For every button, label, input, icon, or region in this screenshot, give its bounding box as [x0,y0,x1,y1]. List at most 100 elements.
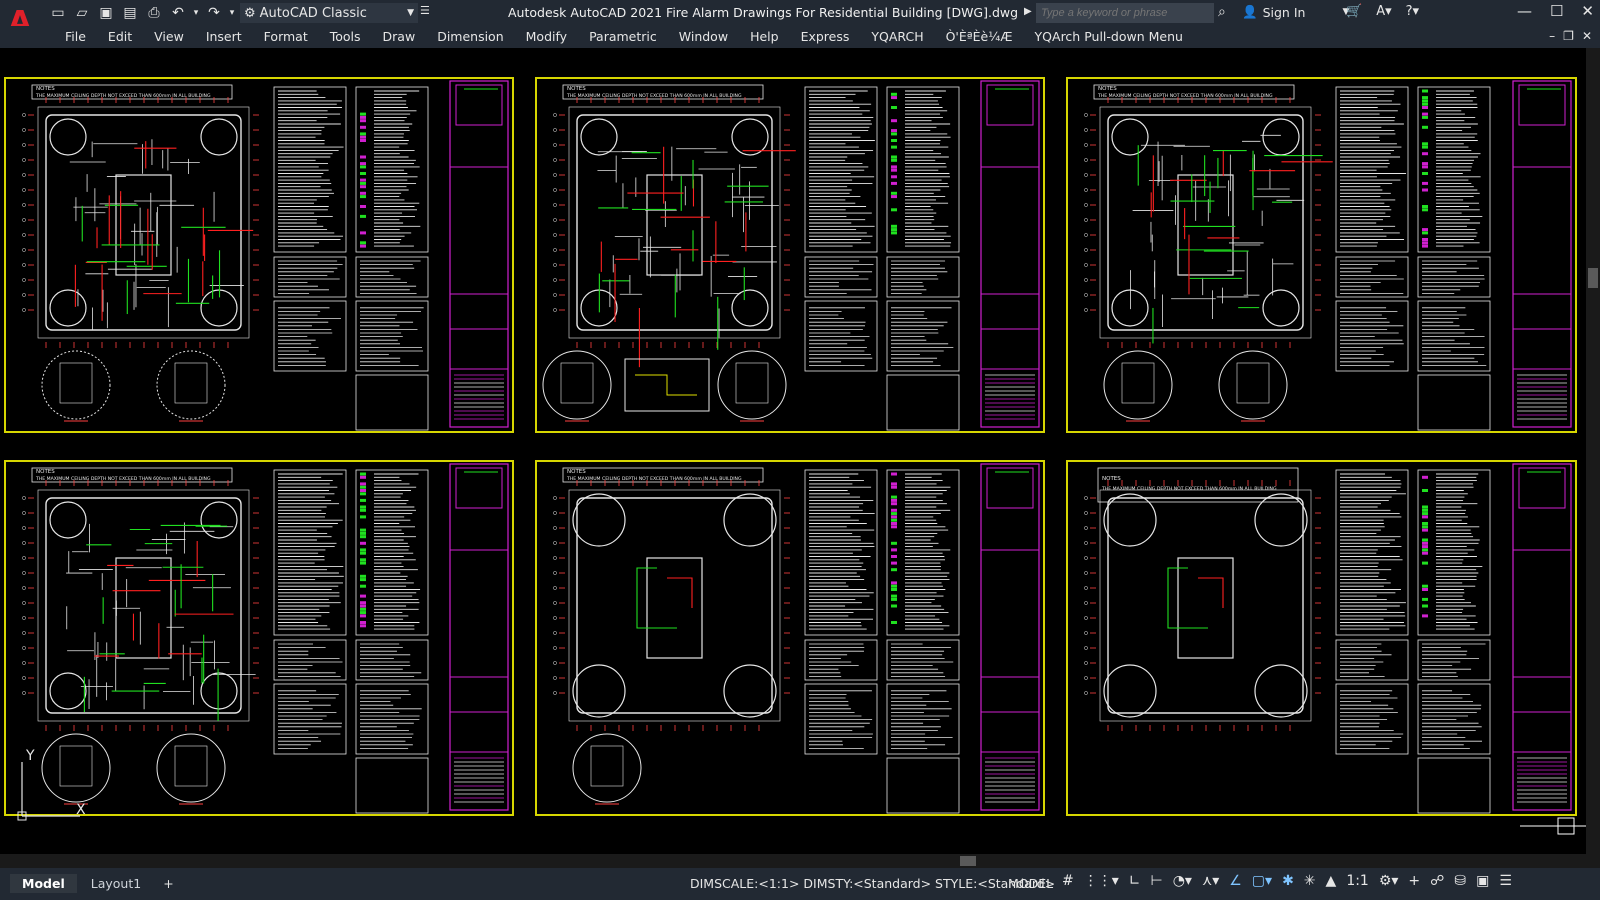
menu-file[interactable]: File [65,29,86,44]
horizontal-scrollbar[interactable] [0,854,1600,868]
notes-text: THE MAXIMUM CEILING DEPTH NOT EXCEED THA… [1101,486,1277,492]
legend-column [355,86,429,431]
annotation-visibility-icon[interactable]: ✱ [1282,873,1294,889]
title-bar: A ▭ ▱ ▣ ▤ ⎙ ↶ ▾ ↷ ▾ ⚙ AutoCAD Classic ▼ … [0,0,1600,44]
notes-text: THE MAXIMUM CEILING DEPTH NOT EXCEED THA… [566,476,742,482]
doc-restore-icon[interactable]: ❐ [1563,29,1574,43]
workspace-gear-icon[interactable]: ⚙▾ [1378,873,1399,889]
menu-parametric[interactable]: Parametric [589,29,657,44]
new-file-icon[interactable]: ▭ [51,5,65,21]
search-icon[interactable]: ⌕ [1218,4,1226,20]
window-controls: — ☐ ✕ [1517,2,1594,20]
drawing-canvas[interactable]: NOTES THE MAXIMUM CEILING DEPTH NOT EXCEE… [0,48,1586,854]
close-icon[interactable]: ✕ [1581,2,1594,20]
ucs-icon: Y X [17,748,86,821]
vertical-scroll-thumb[interactable] [1588,268,1598,288]
menu-yqarch[interactable]: YQARCH [871,29,924,44]
menu-yqarch-pulldown[interactable]: YQArch Pull-down Menu [1034,29,1183,44]
doc-close-icon[interactable]: ✕ [1581,29,1592,43]
customization-icon[interactable]: ☰ [1499,873,1512,889]
dynamic-input-icon[interactable]: ⊢ [1150,873,1163,889]
grid-icon[interactable]: # [1062,873,1074,889]
cart-icon[interactable]: 🛒 [1346,4,1363,19]
floor-plan [22,480,259,731]
menu-view[interactable]: View [154,29,184,44]
floor-plan [553,97,796,368]
help-icon[interactable]: ?▾ [1405,4,1420,19]
sign-in-label: Sign In [1262,4,1306,20]
notes-text: THE MAXIMUM CEILING DEPTH NOT EXCEED THA… [1097,93,1273,99]
tab-layout1[interactable]: Layout1 [90,876,142,891]
titlebar-tools: 🛒 A▾ ?▾ [1346,4,1419,19]
sign-in-button[interactable]: 👤 Sign In ▼ [1242,4,1349,20]
search-input[interactable] [1036,3,1214,23]
save-as-icon[interactable]: ▤ [123,5,137,21]
units-icon[interactable]: ☍ [1430,873,1445,889]
legend-column [1417,469,1491,814]
menu-format[interactable]: Format [263,29,308,44]
undo-dropdown-icon[interactable]: ▾ [193,8,199,18]
model-space-toggle[interactable]: MODEL [1008,876,1054,891]
tab-model[interactable]: Model [10,874,77,893]
object-snap-icon[interactable]: ▢▾ [1251,873,1273,889]
title-block [980,80,1040,428]
doc-minimize-icon[interactable]: – [1549,29,1556,43]
notes-heading: NOTES [36,86,55,92]
undo-icon[interactable]: ↶ [172,5,184,21]
annotation-scale-icon[interactable]: ▲ [1325,873,1337,889]
horizontal-scroll-thumb[interactable] [960,856,976,866]
vertical-scrollbar[interactable] [1586,48,1600,854]
snap-icon[interactable]: ⋮⋮▾ [1083,873,1119,889]
add-layout-button[interactable]: + [163,876,174,891]
auto-scale-icon[interactable]: ✳ [1303,873,1316,889]
menu-insert[interactable]: Insert [205,29,242,44]
autodesk-a360-icon[interactable]: A▾ [1376,4,1392,19]
floor-plan [1084,480,1321,731]
menu-tools[interactable]: Tools [329,29,361,44]
quick-properties-icon[interactable]: ⛁ [1454,873,1467,889]
menu-express[interactable]: Express [800,29,850,44]
open-folder-icon[interactable]: ▱ [76,5,88,21]
redo-dropdown-icon[interactable]: ▾ [229,8,235,18]
maximize-icon[interactable]: ☐ [1549,2,1564,20]
isometric-icon[interactable]: ⋏▾ [1201,873,1220,889]
floor-plan [1084,97,1333,348]
legend-column [273,86,347,372]
quick-access-toolbar: ▭ ▱ ▣ ▤ ⎙ ↶ ▾ ↷ ▾ [48,3,236,23]
chevron-right-icon[interactable]: ▶ [1024,6,1032,17]
menu-garbled[interactable]: Ò'ÈªÈè¼Æ [945,29,1013,44]
menu-draw[interactable]: Draw [382,29,416,44]
print-icon[interactable]: ⎙ [148,5,160,21]
polar-tracking-icon[interactable]: ◔▾ [1172,873,1192,889]
clean-screen-icon[interactable]: ▣ [1476,873,1490,889]
annotation-monitor-icon[interactable]: + [1408,873,1421,889]
workspace-selector[interactable]: ⚙ AutoCAD Classic ▼ [240,3,418,23]
menu-edit[interactable]: Edit [107,29,133,44]
object-snap-tracking-icon[interactable]: ∠ [1229,873,1242,889]
ortho-icon[interactable]: ∟ [1128,873,1141,889]
minimize-icon[interactable]: — [1516,2,1532,20]
menu-help[interactable]: Help [750,29,779,44]
redo-icon[interactable]: ↷ [208,5,220,21]
save-icon[interactable]: ▣ [99,5,113,21]
customize-qat-icon[interactable]: ☰ [420,4,430,17]
menu-bar: File Edit View Insert Format Tools Draw … [0,26,1600,48]
menu-dimension[interactable]: Dimension [437,29,504,44]
title-block [980,463,1040,811]
menu-window[interactable]: Window [678,29,729,44]
menu-modify[interactable]: Modify [525,29,568,44]
floor-plan [22,97,259,348]
chevron-down-icon: ▼ [1342,7,1350,17]
scale-readout[interactable]: 1:1 [1346,873,1369,889]
